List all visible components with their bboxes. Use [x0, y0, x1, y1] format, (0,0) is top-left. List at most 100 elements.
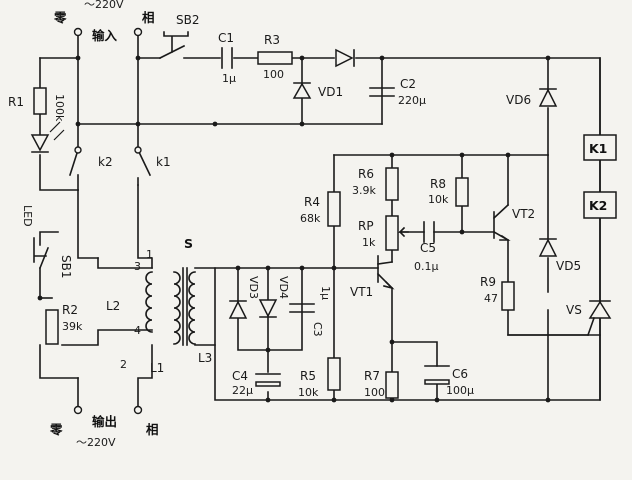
r4-resistor — [327, 191, 341, 227]
r3-value: 100 — [263, 68, 284, 81]
k2-contact — [68, 148, 80, 191]
r8-label: R8 — [430, 177, 446, 191]
r6-label: R6 — [358, 167, 374, 181]
vd3-diode — [228, 300, 248, 319]
r2-label: R2 — [62, 303, 78, 317]
r5-label: R5 — [300, 369, 316, 383]
terminals — [73, 27, 143, 415]
vt1-transistor — [376, 255, 395, 290]
input-label: 输入 — [92, 28, 118, 43]
rp-label: RP — [358, 219, 374, 233]
r9-value: 47 — [484, 292, 498, 305]
r3-resistor — [257, 51, 293, 65]
pin3-label: 3 — [134, 260, 141, 273]
led-label: LED — [21, 205, 34, 227]
vt2-label: VT2 — [512, 207, 535, 221]
sb2-switch — [158, 31, 189, 60]
vt2-transistor — [492, 203, 511, 242]
transformer-s — [145, 267, 196, 346]
vd1-diode — [292, 82, 312, 99]
vd4-label: VD4 — [277, 276, 290, 299]
vd1-label: VD1 — [318, 85, 343, 99]
l1-label: L1 — [150, 361, 164, 375]
labels: 零 ～220V 相 输入 SB2 C1 1μ R3 100 VD1 C2 220… — [8, 0, 607, 449]
l3-label: L3 — [198, 351, 212, 365]
pin2-label: 2 — [120, 358, 127, 371]
vs-label: VS — [566, 303, 582, 317]
r4-value: 68k — [300, 212, 321, 225]
c1-value: 1μ — [222, 72, 236, 85]
r7-label: R7 — [364, 369, 380, 383]
r5-value: 10k — [298, 386, 319, 399]
c4-label: C4 — [232, 369, 248, 383]
wires — [39, 31, 601, 411]
r6-resistor — [385, 167, 399, 201]
r1-value: 100k — [53, 94, 66, 122]
k1-relay — [583, 134, 617, 161]
vd6-diode — [538, 88, 558, 107]
r3-label: R3 — [264, 33, 280, 47]
output-neutral-label: 零 — [49, 422, 63, 437]
r1-resistor — [33, 87, 47, 115]
c2-label: C2 — [400, 77, 416, 91]
k2-label: k2 — [98, 155, 113, 169]
c5-value: 0.1μ — [414, 260, 439, 273]
pin4-label: 4 — [134, 324, 141, 337]
sb2-label: SB2 — [176, 13, 199, 27]
c2-value: 220μ — [398, 94, 426, 107]
s-label: S — [184, 236, 193, 251]
r1-label: R1 — [8, 95, 24, 109]
k2-relay — [583, 191, 617, 219]
c1-capacitor — [221, 47, 233, 69]
sb1-label: SB1 — [59, 255, 73, 278]
c2-capacitor — [369, 87, 395, 97]
c6-capacitor — [424, 365, 450, 385]
r2-value: 39k — [62, 320, 83, 333]
k1-contact — [136, 148, 152, 186]
vd5-diode — [538, 238, 558, 257]
r7-value: 100 — [364, 386, 385, 399]
k1-label: k1 — [156, 155, 171, 169]
r9-label: R9 — [480, 275, 496, 289]
rp-value: 1k — [362, 236, 376, 249]
vd3-label: VD3 — [247, 276, 260, 299]
vs-thyristor — [586, 300, 612, 337]
r5-resistor — [327, 357, 341, 391]
sb1-switch — [33, 237, 50, 270]
r4-label: R4 — [304, 195, 320, 209]
c6-label: C6 — [452, 367, 468, 381]
c6-value: 100μ — [446, 384, 474, 397]
c3-capacitor — [289, 303, 315, 313]
c3-label: C3 — [311, 322, 324, 337]
r9-resistor — [501, 281, 515, 311]
led — [30, 121, 65, 153]
r8-value: 10k — [428, 193, 449, 206]
vd5-label: VD5 — [556, 259, 581, 273]
junctions — [37, 55, 551, 403]
r8-resistor — [455, 177, 469, 207]
c3-value: 1μ — [319, 286, 332, 300]
c1-label: C1 — [218, 31, 234, 45]
output-voltage-label: ～220V — [76, 436, 116, 449]
vd4-diode — [258, 299, 278, 318]
r6-value: 3.9k — [352, 184, 376, 197]
c5-label: C5 — [420, 241, 436, 255]
vt1-label: VT1 — [350, 285, 373, 299]
input-neutral-label: 零 — [53, 10, 67, 25]
input-voltage-label: ～220V — [84, 0, 124, 11]
l2-label: L2 — [106, 299, 120, 313]
r2-resistor — [45, 309, 59, 345]
top-diode — [335, 48, 355, 68]
k1-relay-label: K1 — [589, 141, 607, 156]
r7-resistor — [385, 371, 399, 399]
input-phase-label: 相 — [142, 10, 155, 25]
rp-potentiometer — [385, 215, 409, 251]
vd6-label: VD6 — [506, 93, 531, 107]
c4-value: 22μ — [232, 384, 253, 397]
k2-relay-label: K2 — [589, 198, 607, 213]
c4-capacitor — [255, 373, 281, 387]
c5-capacitor — [423, 221, 435, 243]
output-phase-label: 相 — [146, 422, 159, 437]
